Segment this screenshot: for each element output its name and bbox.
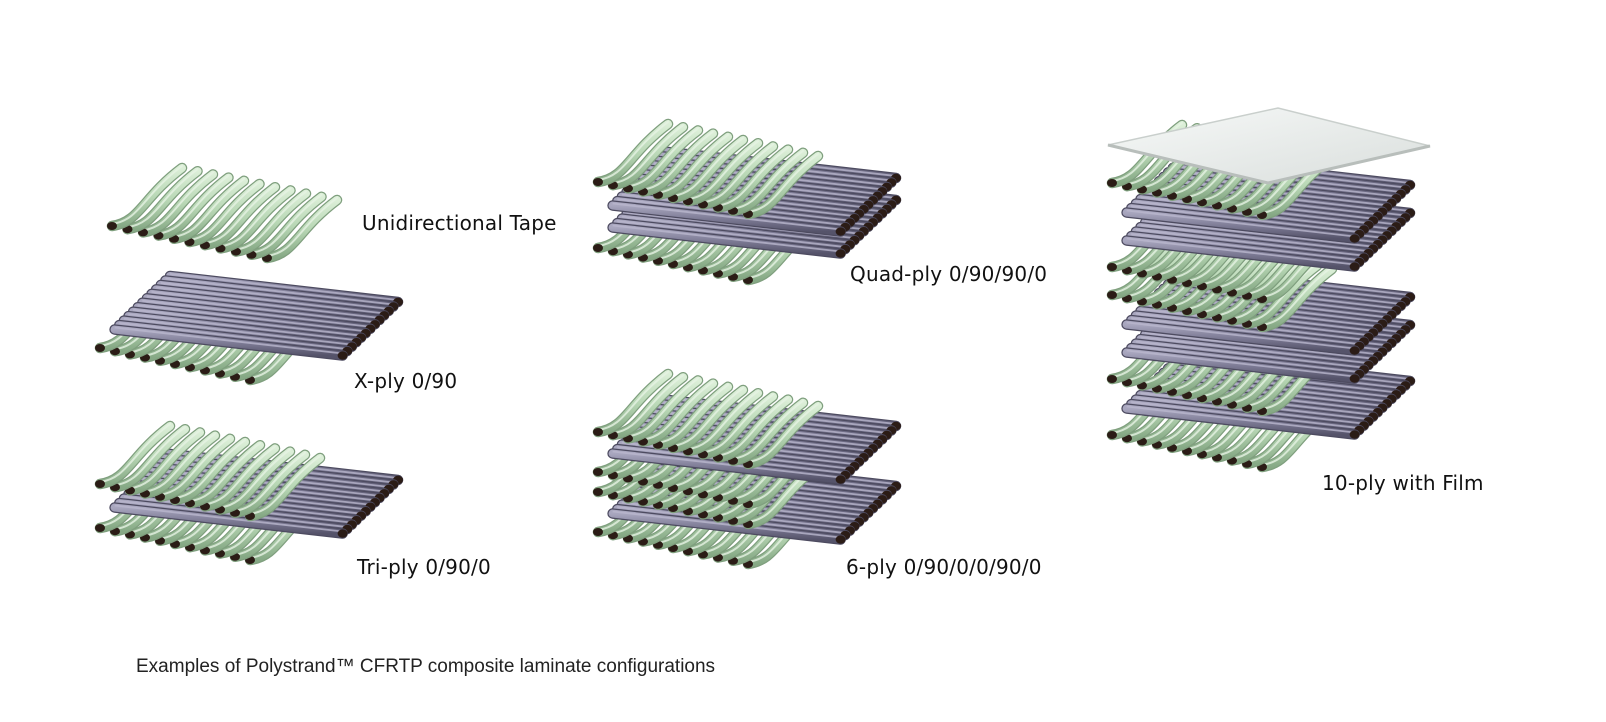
figure-caption: Examples of Polystrand™ CFRTP composite … <box>136 656 716 677</box>
purple-ply-layer <box>109 270 404 361</box>
strand-end <box>835 249 846 258</box>
green-ply-layer <box>94 420 326 522</box>
unidirectional-tape-stack <box>106 162 343 264</box>
strand-end <box>95 344 105 352</box>
strand-end <box>593 178 603 186</box>
strand-end <box>593 244 603 252</box>
ten-ply-label: 10-ply with Film <box>1322 471 1484 495</box>
green-ply-layer <box>592 368 824 470</box>
green-ply-layer <box>106 162 343 264</box>
six-ply-label: 6-ply 0/90/0/0/90/0 <box>846 555 1042 579</box>
strand-end <box>1107 431 1117 439</box>
strand-end <box>1107 179 1117 187</box>
strand-end <box>1349 262 1360 271</box>
strand-end <box>107 222 117 230</box>
film-layer <box>1107 107 1431 185</box>
quad-ply-stack <box>592 118 902 286</box>
strand-end <box>95 524 105 532</box>
quad-ply-label: Quad-ply 0/90/90/0 <box>850 262 1048 286</box>
strand-end <box>1349 430 1360 439</box>
green-ply-layer <box>592 118 824 220</box>
strand-end <box>835 227 846 236</box>
strand-end <box>95 480 105 488</box>
strand-end <box>1107 375 1117 383</box>
x-ply-stack <box>94 270 404 386</box>
strand-end <box>835 475 846 484</box>
ten-ply-stack <box>1106 107 1431 473</box>
strand-end <box>337 351 348 360</box>
strand-end <box>1349 346 1360 355</box>
tri-ply-stack <box>94 420 404 566</box>
strand-end <box>1349 234 1360 243</box>
strand-end <box>835 535 846 544</box>
tri-ply-label: Tri-ply 0/90/0 <box>357 555 491 579</box>
strand-end <box>593 468 603 476</box>
x-ply-label: X-ply 0/90 <box>354 369 458 393</box>
strand-end <box>593 488 603 496</box>
strand-end <box>1107 291 1117 299</box>
strand-end <box>337 529 348 538</box>
strand-end <box>593 528 603 536</box>
unidirectional-tape-label: Unidirectional Tape <box>362 211 557 235</box>
strand-end <box>1107 263 1117 271</box>
six-ply-stack <box>592 368 902 570</box>
strand-end <box>1349 374 1360 383</box>
strand-end <box>593 428 603 436</box>
